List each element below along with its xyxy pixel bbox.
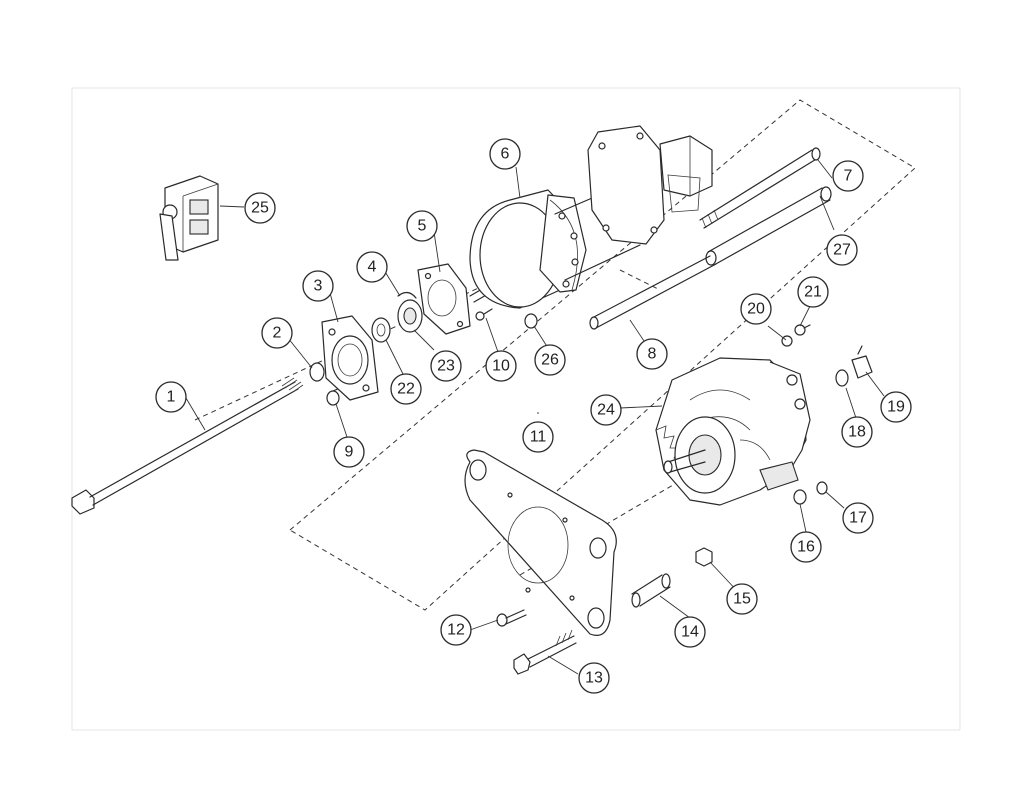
callout-2: 2 (261, 317, 293, 349)
callout-15-label: 15 (733, 591, 751, 608)
part-26-nut (524, 313, 538, 329)
part-8-rod (589, 255, 717, 330)
part-9-small-bolt (326, 387, 341, 406)
callout-24: 24 (590, 394, 622, 426)
part-5-flange-plate (417, 263, 471, 335)
callout-16-label: 16 (797, 539, 815, 556)
callout-18-label: 18 (848, 424, 866, 441)
assembly-envelope-dashed (289, 99, 916, 611)
callout-25-label: 25 (251, 200, 269, 217)
callout-7: 7 (832, 160, 864, 192)
part-25-lever-bracket (159, 175, 219, 261)
callout-12-label: 12 (447, 622, 465, 639)
callout-12: 12 (440, 614, 472, 646)
part-1-long-bolt (71, 377, 304, 515)
callout-21: 21 (797, 276, 829, 308)
callout-6: 6 (489, 138, 521, 170)
callout-3: 3 (302, 270, 334, 302)
part-16-washer (793, 489, 807, 505)
callout-23-label: 23 (437, 358, 455, 375)
callout-6-label: 6 (501, 146, 510, 163)
callout-14: 14 (674, 616, 706, 648)
callout-23: 23 (430, 350, 462, 382)
callout-4: 4 (356, 251, 388, 283)
callout-1-label: 1 (167, 389, 176, 406)
callout-20-label: 20 (747, 301, 765, 318)
callout-21-label: 21 (804, 284, 822, 301)
callout-10-label: 10 (492, 358, 510, 375)
part-6-drive-housing (469, 125, 713, 309)
part-27-tube (705, 186, 832, 266)
callout-27: 27 (826, 234, 858, 266)
part-17-bolt (816, 481, 828, 495)
callout-17-label: 17 (849, 510, 867, 527)
callout-9-label: 9 (345, 444, 354, 461)
part-3-bearing-flange (321, 315, 379, 401)
callout-22: 22 (390, 373, 422, 405)
callout-2-label: 2 (273, 325, 282, 342)
part-7-long-rod (699, 147, 821, 229)
part-18-washer (835, 369, 849, 387)
callout-11-label: 11 (530, 429, 547, 446)
part-19-fitting (851, 345, 873, 379)
part-4-snap-ring (397, 291, 417, 299)
callout-22-label: 22 (397, 381, 415, 398)
callout-18: 18 (841, 416, 873, 448)
callout-1: 1 (155, 381, 187, 413)
callout-15: 15 (726, 583, 758, 615)
callout-9: 9 (333, 436, 365, 468)
callout-20: 20 (740, 293, 772, 325)
callout-4-label: 4 (368, 259, 377, 276)
callout-5-label: 5 (418, 218, 427, 235)
callout-8-label: 8 (648, 346, 657, 363)
callout-27-label: 27 (833, 242, 851, 259)
callout-13: 13 (578, 662, 610, 694)
part-15-nut (695, 547, 713, 567)
callout-5: 5 (406, 210, 438, 242)
part-11-mounting-plate (464, 449, 617, 636)
part-23-bearing (397, 299, 423, 333)
part-2-nut (309, 362, 325, 382)
callout-17: 17 (842, 502, 874, 534)
callout-16: 16 (790, 531, 822, 563)
callout-3-label: 3 (314, 278, 323, 295)
part-13-bolt (513, 629, 577, 675)
callout-leaders (185, 159, 885, 675)
callout-8: 8 (636, 338, 668, 370)
part-12-screw (496, 609, 527, 627)
callout-13-label: 13 (585, 670, 603, 687)
callout-26: 26 (534, 344, 566, 376)
lower-axis-line (519, 474, 691, 576)
part-24-gear-case (655, 357, 811, 506)
callout-25: 25 (244, 192, 276, 224)
callout-26-label: 26 (541, 352, 559, 369)
page-frame (71, 87, 961, 731)
part-10-screw (475, 308, 493, 321)
part-21-screw (794, 324, 811, 336)
callout-19-label: 19 (887, 399, 905, 416)
callout-14-label: 14 (681, 624, 699, 641)
callout-24-label: 24 (597, 402, 615, 419)
callout-11: 11 (522, 421, 554, 453)
callout-10: 10 (485, 350, 517, 382)
part-14-spacer (631, 573, 671, 608)
callout-7-label: 7 (844, 168, 853, 185)
callout-19: 19 (880, 391, 912, 423)
part-22-washer (371, 317, 391, 343)
